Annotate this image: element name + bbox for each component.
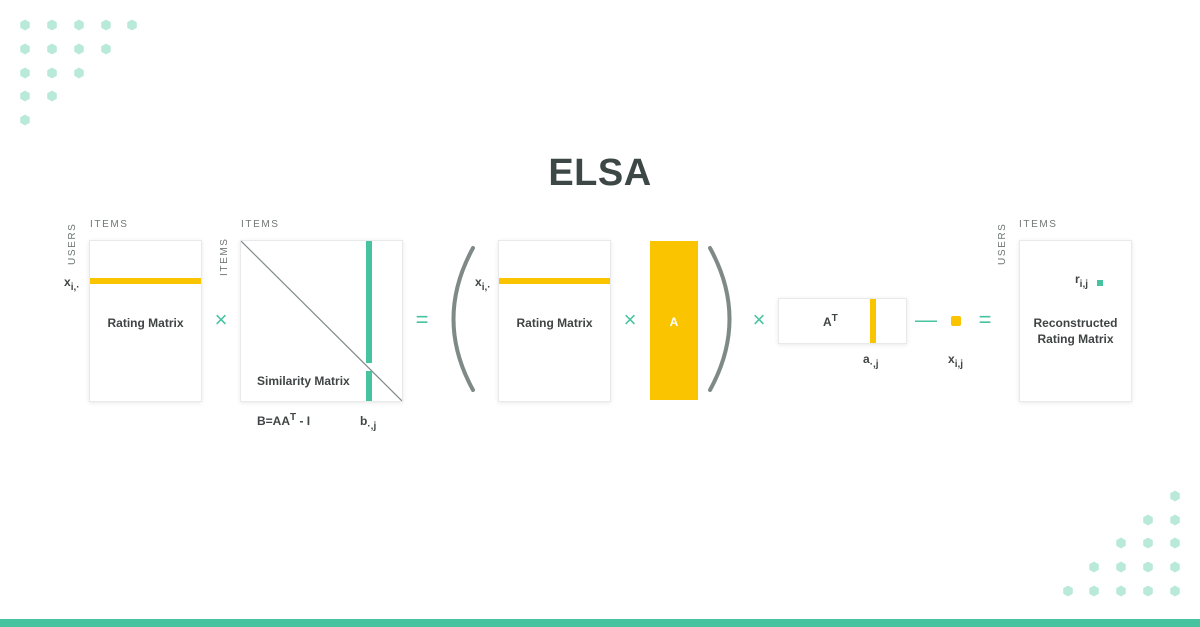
a-transpose-label: AT [823,313,838,329]
item-column-highlight [366,241,372,363]
rating-matrix-card: Rating Matrix [89,240,202,402]
items-axis-label: ITEMS [90,219,129,230]
user-row-highlight [499,278,610,284]
users-axis-label: USERS [67,222,78,265]
hexagon-dot [1170,561,1180,573]
right-parenthesis [708,246,732,392]
user-row-highlight [90,278,201,284]
page-title: ELSA [548,152,652,194]
hexagon-dot [1170,585,1180,597]
hexagon-dot [20,90,30,102]
hexagon-dot [1170,490,1180,502]
similarity-formula: B=AAT - I [257,412,311,428]
equation-rating-matrix-card: Rating Matrix [498,240,611,402]
times-operator: × [623,307,637,332]
reconstructed-label-line1: Reconstructed [1033,316,1118,330]
hexagon-dot [1170,514,1180,526]
times-operator: × [214,307,228,332]
hexagon-dot [47,67,57,79]
hexagon-dot [20,19,30,31]
equals-operator: = [978,307,992,332]
hexagon-dot [74,67,84,79]
a-transpose-card: AT [778,298,907,344]
reconstructed-matrix-card: ri,j Reconstructed Rating Matrix [1019,240,1132,402]
a-matrix: A [650,241,698,400]
diagonal-line [241,241,402,401]
hexagon-dot [1116,561,1126,573]
hexagon-dot [127,19,137,31]
hex-pattern-bottom-right [1063,490,1180,597]
hexagon-dot [1089,561,1099,573]
x-element-label: xi,j [948,352,964,370]
items-axis-label: ITEMS [241,219,280,230]
minus-operator: — [915,307,937,332]
users-axis-label: USERS [997,222,1008,265]
times-operator: × [752,307,766,332]
reconstructed-cell-label: ri,j [1075,272,1089,290]
hexagon-dot [1116,537,1126,549]
hexagon-dot [47,43,57,55]
user-row-label: xi,· [64,275,80,293]
reconstructed-cell [1097,280,1103,286]
hexagon-dot [1170,537,1180,549]
a-column-highlight [870,299,876,343]
hexagon-dot [101,43,111,55]
hexagon-dot [47,19,57,31]
hexagon-dot [101,19,111,31]
items-axis-label: ITEMS [1019,219,1058,230]
similarity-matrix-card: Similarity Matrix [240,240,403,402]
equals-operator: = [415,307,429,332]
hexagon-dot [20,114,30,126]
hexagon-dot [1116,585,1126,597]
items-axis-label-vertical: ITEMS [219,237,230,276]
item-column-highlight-lower [366,371,372,401]
hex-pattern-top-left [20,19,137,126]
hexagon-dot [74,43,84,55]
x-element-dot [951,316,961,326]
hexagon-dot [20,43,30,55]
hexagon-dot [20,67,30,79]
column-b-label: b·,j [360,414,377,432]
reconstructed-label-line2: Rating Matrix [1037,332,1114,346]
hexagon-dot [1143,514,1153,526]
hexagon-dot [74,19,84,31]
hexagon-dot [1063,585,1073,597]
equation-rating-matrix-label: Rating Matrix [516,316,593,330]
equation-user-row-label: xi,· [475,275,491,293]
hexagon-dot [1089,585,1099,597]
hexagon-dot [47,90,57,102]
left-parenthesis [451,246,475,392]
similarity-matrix-label: Similarity Matrix [257,374,350,388]
hexagon-dot [1143,585,1153,597]
a-column-label: a·,j [863,352,879,370]
bottom-accent-bar [0,619,1200,627]
a-matrix-label: A [669,315,679,329]
hexagon-dot [1143,561,1153,573]
hexagon-dot [1143,537,1153,549]
rating-matrix-label: Rating Matrix [107,316,184,330]
